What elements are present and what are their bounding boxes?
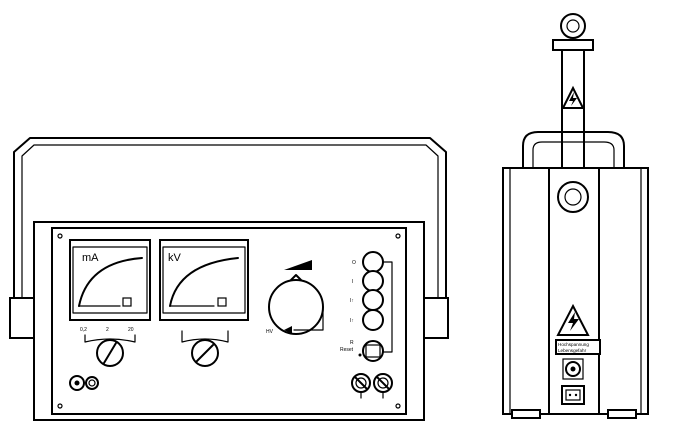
on-button-label: I [352, 279, 353, 285]
current-meter-unit: mA [82, 252, 99, 264]
handle-bracket-right [423, 297, 449, 339]
current-range-selector[interactable]: 0,2 2 20 [80, 327, 136, 367]
control-buttons: O I I↑ I↑ R Reset [340, 251, 393, 362]
hv-output-sockets [351, 373, 393, 399]
hv-regulator-knob[interactable] [268, 279, 324, 335]
hv-increase-button[interactable] [362, 309, 384, 331]
hv-label: HV [266, 329, 274, 335]
range-label-mid: 2 [106, 327, 109, 333]
reset-label-short: R [350, 340, 354, 346]
ramp-icon [284, 260, 312, 270]
handle-bracket-left [9, 297, 37, 339]
warning-plate [555, 339, 601, 355]
foot-left [511, 409, 541, 419]
reset-label: Reset [340, 347, 354, 353]
warning-plate-line-2: Lebensgefahr [558, 348, 587, 353]
off-button[interactable] [362, 251, 384, 273]
voltage-meter-zero-adjust[interactable] [217, 297, 227, 307]
voltage-meter: kV [159, 239, 249, 321]
hv-on-button-label: I↑ [350, 298, 354, 304]
voltage-selector[interactable] [181, 330, 229, 367]
range-label-high: 20 [128, 327, 134, 333]
hv-regulator[interactable]: HV [266, 260, 324, 335]
on-button[interactable] [362, 270, 384, 292]
hv-increase-button-label: I↑ [350, 318, 354, 324]
carrying-handle [13, 137, 447, 299]
hv-transformer: Hochspannung Lebensgefahr [502, 13, 649, 419]
current-meter: mA [69, 239, 151, 321]
control-unit: mA kV 0,2 2 20 [9, 137, 449, 421]
current-meter-zero-adjust[interactable] [122, 297, 132, 307]
warning-plate-line-1: Hochspannung [558, 342, 589, 347]
voltage-meter-unit: kV [168, 252, 182, 264]
transformer-handle [522, 131, 625, 169]
range-label-low: 0,2 [80, 327, 87, 333]
interlock-connector[interactable] [85, 376, 99, 390]
foot-right [607, 409, 637, 419]
off-button-label: O [352, 260, 356, 266]
hv-on-button[interactable] [362, 289, 384, 311]
